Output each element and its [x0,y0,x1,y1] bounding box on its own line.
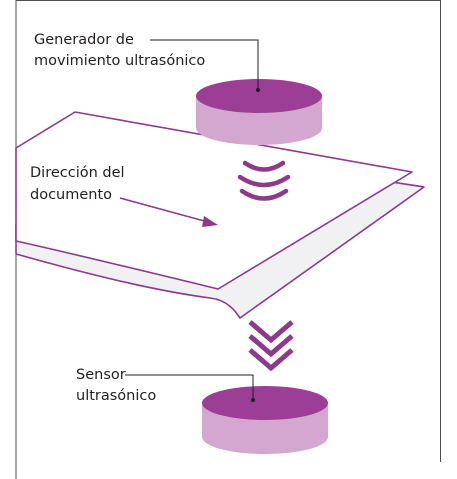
chevron-down-icon [248,320,294,372]
ultrasonic-wave-icon [237,160,291,201]
sensor-leader-dot [250,397,256,403]
sensor-leader [125,374,254,400]
generator-label-line2: movimiento ultrasónico [34,53,206,69]
generator-leader [150,39,259,90]
generator-leader-dot [255,87,261,93]
generator-label-line1: Generador de [34,32,134,48]
sensor-label-line1: Sensor [76,367,126,383]
direction-label-line2: documento [30,187,113,203]
direction-label-line1: Dirección del [30,165,125,181]
sensor-disk [202,386,328,454]
generator-disk [196,79,322,145]
leader-lines [125,39,261,403]
direction-arrow [119,197,218,227]
document-front-sheet [15,111,413,290]
sensor-label-line2: ultrasónico [76,388,157,404]
